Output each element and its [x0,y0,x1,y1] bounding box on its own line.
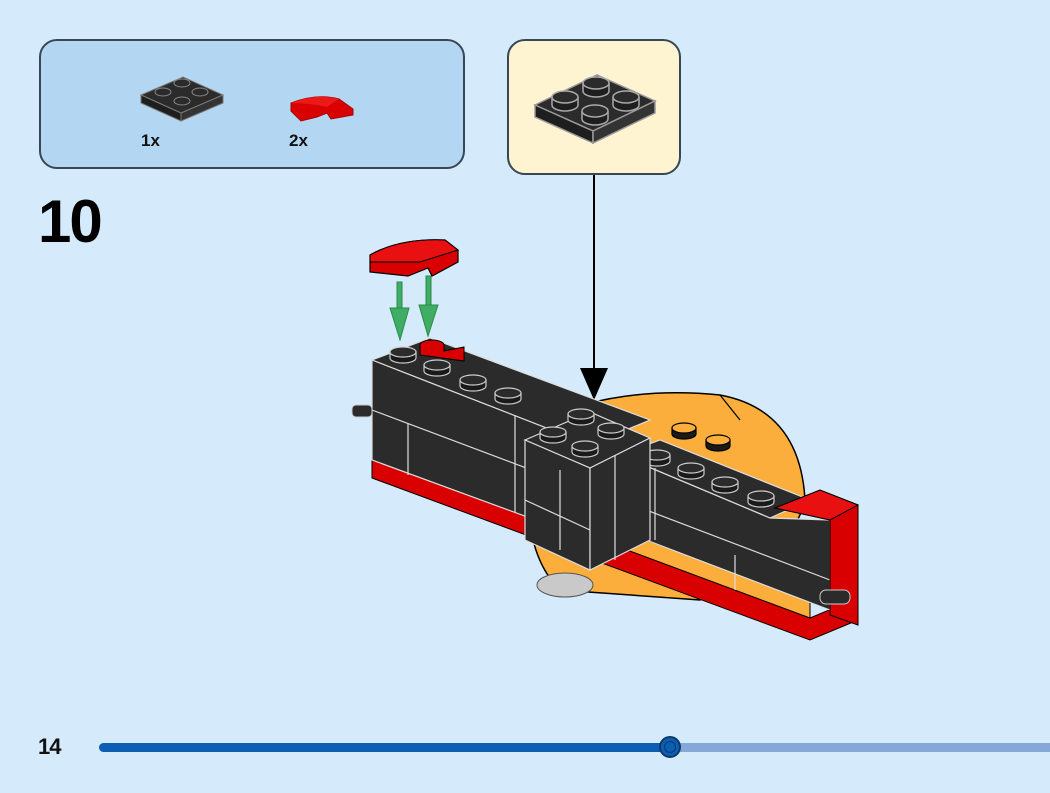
incoming-red-slope [369,239,460,277]
step-number: 10 [38,188,103,255]
parts-list-box: 1x 2x [39,39,465,169]
progress-thumb[interactable] [658,736,681,758]
page-number: 14 [38,734,62,759]
green-arrows [389,275,439,342]
part-quantity: 2x [289,131,308,150]
callout-plate-2x2-icon [533,74,657,145]
central-black-stack [523,408,652,571]
part-curved-slope-icon [290,96,354,122]
page-progress-slider[interactable] [99,736,1050,758]
new-part-callout [507,39,681,175]
right-black-bricks [618,439,860,626]
part-plate-2x2-icon [139,76,225,122]
part-quantity: 1x [141,131,160,150]
placement-arrow [580,175,608,400]
progress-fill [99,743,670,752]
